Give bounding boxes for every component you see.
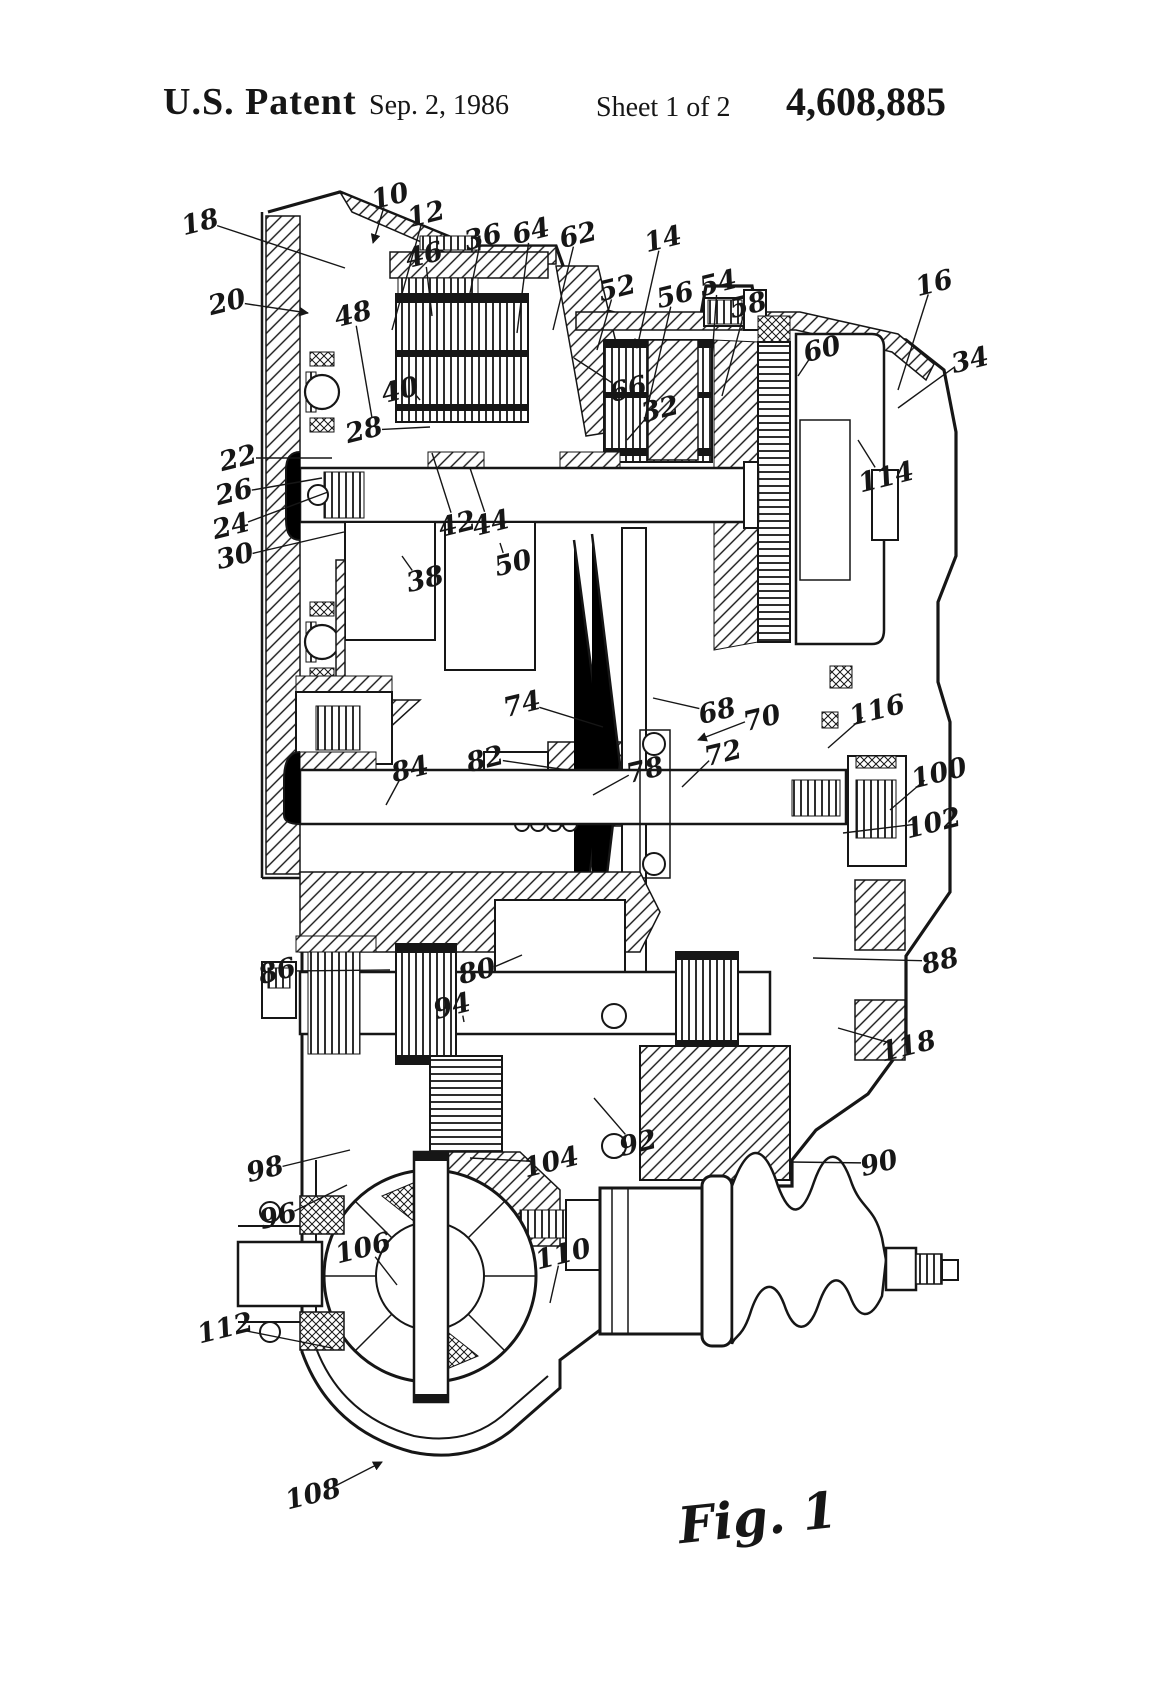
patent-number: 4,608,885	[786, 79, 946, 124]
leader-line-94	[462, 1015, 465, 1023]
leader-line-98	[282, 1149, 351, 1168]
left-axle	[236, 1195, 345, 1351]
leader-line-96	[294, 1184, 348, 1212]
ref-numeral-14: 14	[641, 220, 685, 259]
ref-numeral-62: 62	[556, 216, 600, 255]
leader-line-42	[431, 452, 452, 513]
leader-line-100	[889, 779, 926, 811]
leader-line-40	[415, 394, 421, 401]
leader-line-114	[857, 439, 876, 468]
leader-line-34	[897, 366, 956, 409]
leader-line-92	[593, 1097, 626, 1135]
leader-line-86	[294, 969, 391, 972]
leader-line-58	[721, 316, 744, 397]
leader-line-118	[837, 1027, 891, 1044]
ref-numeral-26: 26	[211, 473, 256, 512]
ref-numeral-108: 108	[282, 1473, 344, 1517]
leader-line-38	[401, 555, 413, 571]
leader-line-60	[797, 357, 811, 377]
leader-line-116	[827, 716, 864, 749]
sheet-count: Sheet 1 of 2	[596, 92, 731, 123]
ref-numeral-72: 72	[701, 734, 745, 773]
leader-line-64	[516, 242, 530, 334]
input-shaft	[285, 451, 760, 671]
leader-line-88	[812, 957, 923, 962]
ref-numeral-112: 112	[194, 1307, 256, 1351]
ref-numeral-88: 88	[917, 942, 962, 981]
leader-line-70	[697, 721, 746, 742]
leader-line-62	[552, 246, 575, 331]
leader-line-82	[502, 759, 568, 771]
leader-line-30	[252, 531, 345, 555]
leader-line-52	[596, 299, 613, 351]
ref-numeral-100: 100	[908, 752, 970, 796]
right-end-cover	[794, 332, 899, 646]
ref-numeral-22: 22	[215, 439, 260, 478]
leader-line-102	[842, 823, 916, 834]
ref-numeral-52: 52	[595, 269, 639, 308]
ref-numeral-12: 12	[404, 195, 448, 234]
leader-line-32	[626, 416, 648, 441]
leader-line-56	[644, 306, 672, 419]
ref-numeral-96: 96	[256, 1197, 300, 1236]
leader-line-36	[467, 248, 480, 304]
leader-line-104	[469, 1157, 534, 1163]
left-mount-plate	[265, 215, 341, 875]
cv-joint-and-boot	[598, 1152, 959, 1348]
leader-line-80	[493, 954, 523, 968]
leader-line-50	[499, 542, 504, 554]
ref-numeral-116: 116	[846, 689, 908, 733]
leader-line-18	[216, 224, 346, 269]
leader-line-66	[573, 357, 613, 384]
leader-line-78	[592, 774, 630, 796]
leader-line-44	[469, 467, 486, 513]
top-cover	[338, 190, 557, 295]
leader-line-84	[385, 778, 401, 806]
leader-line-74	[539, 706, 604, 728]
ref-numeral-18: 18	[178, 203, 222, 242]
ref-numeral-98: 98	[243, 1150, 287, 1189]
leader-line-10	[370, 207, 385, 244]
leader-line-46	[425, 266, 433, 317]
ref-numeral-70: 70	[740, 699, 784, 738]
leader-line-14	[634, 250, 660, 349]
leader-line-110	[549, 1265, 560, 1304]
leader-line-68	[652, 697, 700, 710]
ref-numeral-48: 48	[331, 295, 375, 334]
ref-numeral-90: 90	[857, 1144, 901, 1183]
leader-line-12	[391, 225, 422, 331]
leader-line-28	[381, 426, 431, 431]
leader-line-72	[681, 760, 710, 788]
leader-line-26	[251, 477, 323, 491]
leader-line-90	[789, 1161, 862, 1164]
ref-numeral-102: 102	[902, 802, 964, 846]
ref-numeral-16: 16	[912, 264, 956, 303]
ref-numeral-104: 104	[520, 1141, 582, 1185]
leader-line-108	[329, 1461, 383, 1490]
patent-office-title: U.S. Patent	[163, 81, 357, 123]
leader-line-20	[244, 302, 309, 317]
ref-numeral-34: 34	[948, 341, 992, 380]
ref-numeral-28: 28	[341, 411, 386, 450]
lower-web	[299, 871, 906, 1061]
countershaft	[261, 935, 772, 1065]
leader-line-48	[355, 325, 373, 419]
leader-line-16	[897, 294, 929, 391]
leader-line-54	[711, 294, 718, 359]
patent-date: Sep. 2, 1986	[369, 90, 509, 121]
leader-line-24	[247, 491, 329, 523]
differential	[322, 1150, 538, 1404]
leader-line-106	[374, 1256, 398, 1286]
ref-numeral-74: 74	[500, 685, 544, 724]
sheet-header: U.S. Patent Sep. 2, 1986 Sheet 1 of 2 4,…	[0, 0, 1161, 150]
ref-numeral-56: 56	[653, 276, 697, 315]
ref-numeral-20: 20	[204, 283, 249, 322]
ref-numeral-68: 68	[695, 692, 739, 731]
clutch-pack-primary	[395, 293, 529, 423]
leader-line-112	[242, 1329, 333, 1349]
